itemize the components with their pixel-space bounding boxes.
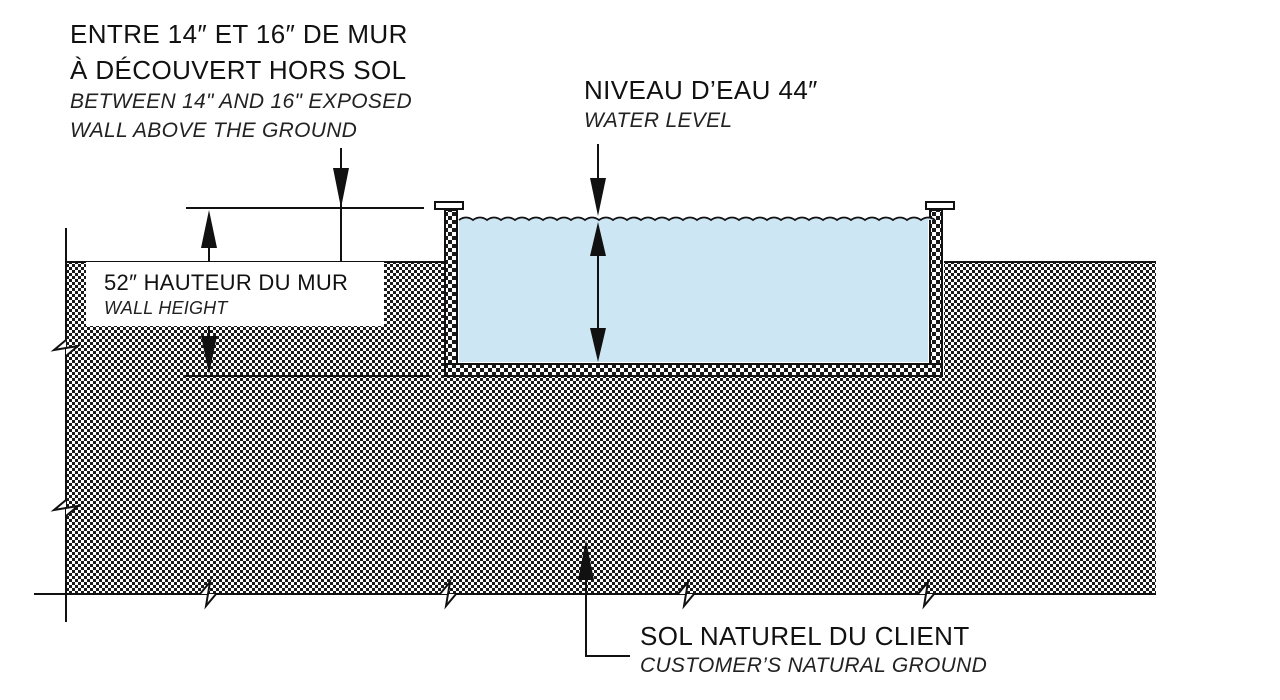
water-surface-line — [458, 216, 936, 222]
water-level-label-en: WATER LEVEL — [584, 109, 733, 132]
break-symbol — [917, 578, 935, 610]
pool-water — [459, 217, 935, 362]
pool-floor — [444, 363, 943, 377]
break-symbol — [50, 339, 82, 357]
wall-height-label-en: WALL HEIGHT — [104, 298, 228, 318]
pool-wall-left — [444, 209, 458, 377]
wall-height-label-box — [86, 262, 384, 326]
arrowhead-down — [333, 168, 349, 208]
exposed-wall-label-fr: ENTRE 14″ ET 16″ DE MUR — [70, 19, 408, 49]
arrowhead-down — [201, 336, 217, 374]
ground-label-fr: SOL NATUREL DU CLIENT — [640, 621, 970, 651]
break-symbol — [50, 499, 82, 517]
exposed-wall-label-en: WALL ABOVE THE GROUND — [70, 119, 358, 142]
pool-wall-right — [929, 209, 943, 377]
arrowhead-up — [201, 210, 217, 248]
coping-right — [925, 201, 955, 210]
water-level-label-fr: NIVEAU D’EAU 44″ — [584, 75, 818, 105]
ground-label-en: CUSTOMER’S NATURAL GROUND — [640, 654, 988, 677]
ground-leader — [585, 574, 630, 657]
exposed-wall-label-fr: À DÉCOUVERT HORS SOL — [70, 55, 407, 85]
coping-left — [434, 201, 464, 210]
arrowhead-up — [590, 222, 606, 256]
exposed-wall-label-en: BETWEEN 14" AND 16" EXPOSED — [70, 90, 412, 113]
break-symbol — [199, 578, 217, 610]
arrowhead-up — [578, 540, 594, 580]
wall-height-label-fr: 52″ HAUTEUR DU MUR — [104, 270, 349, 295]
break-symbol — [439, 578, 457, 610]
arrowhead-down — [590, 328, 606, 362]
break-symbol — [677, 578, 695, 610]
arrowhead-down — [590, 178, 606, 216]
